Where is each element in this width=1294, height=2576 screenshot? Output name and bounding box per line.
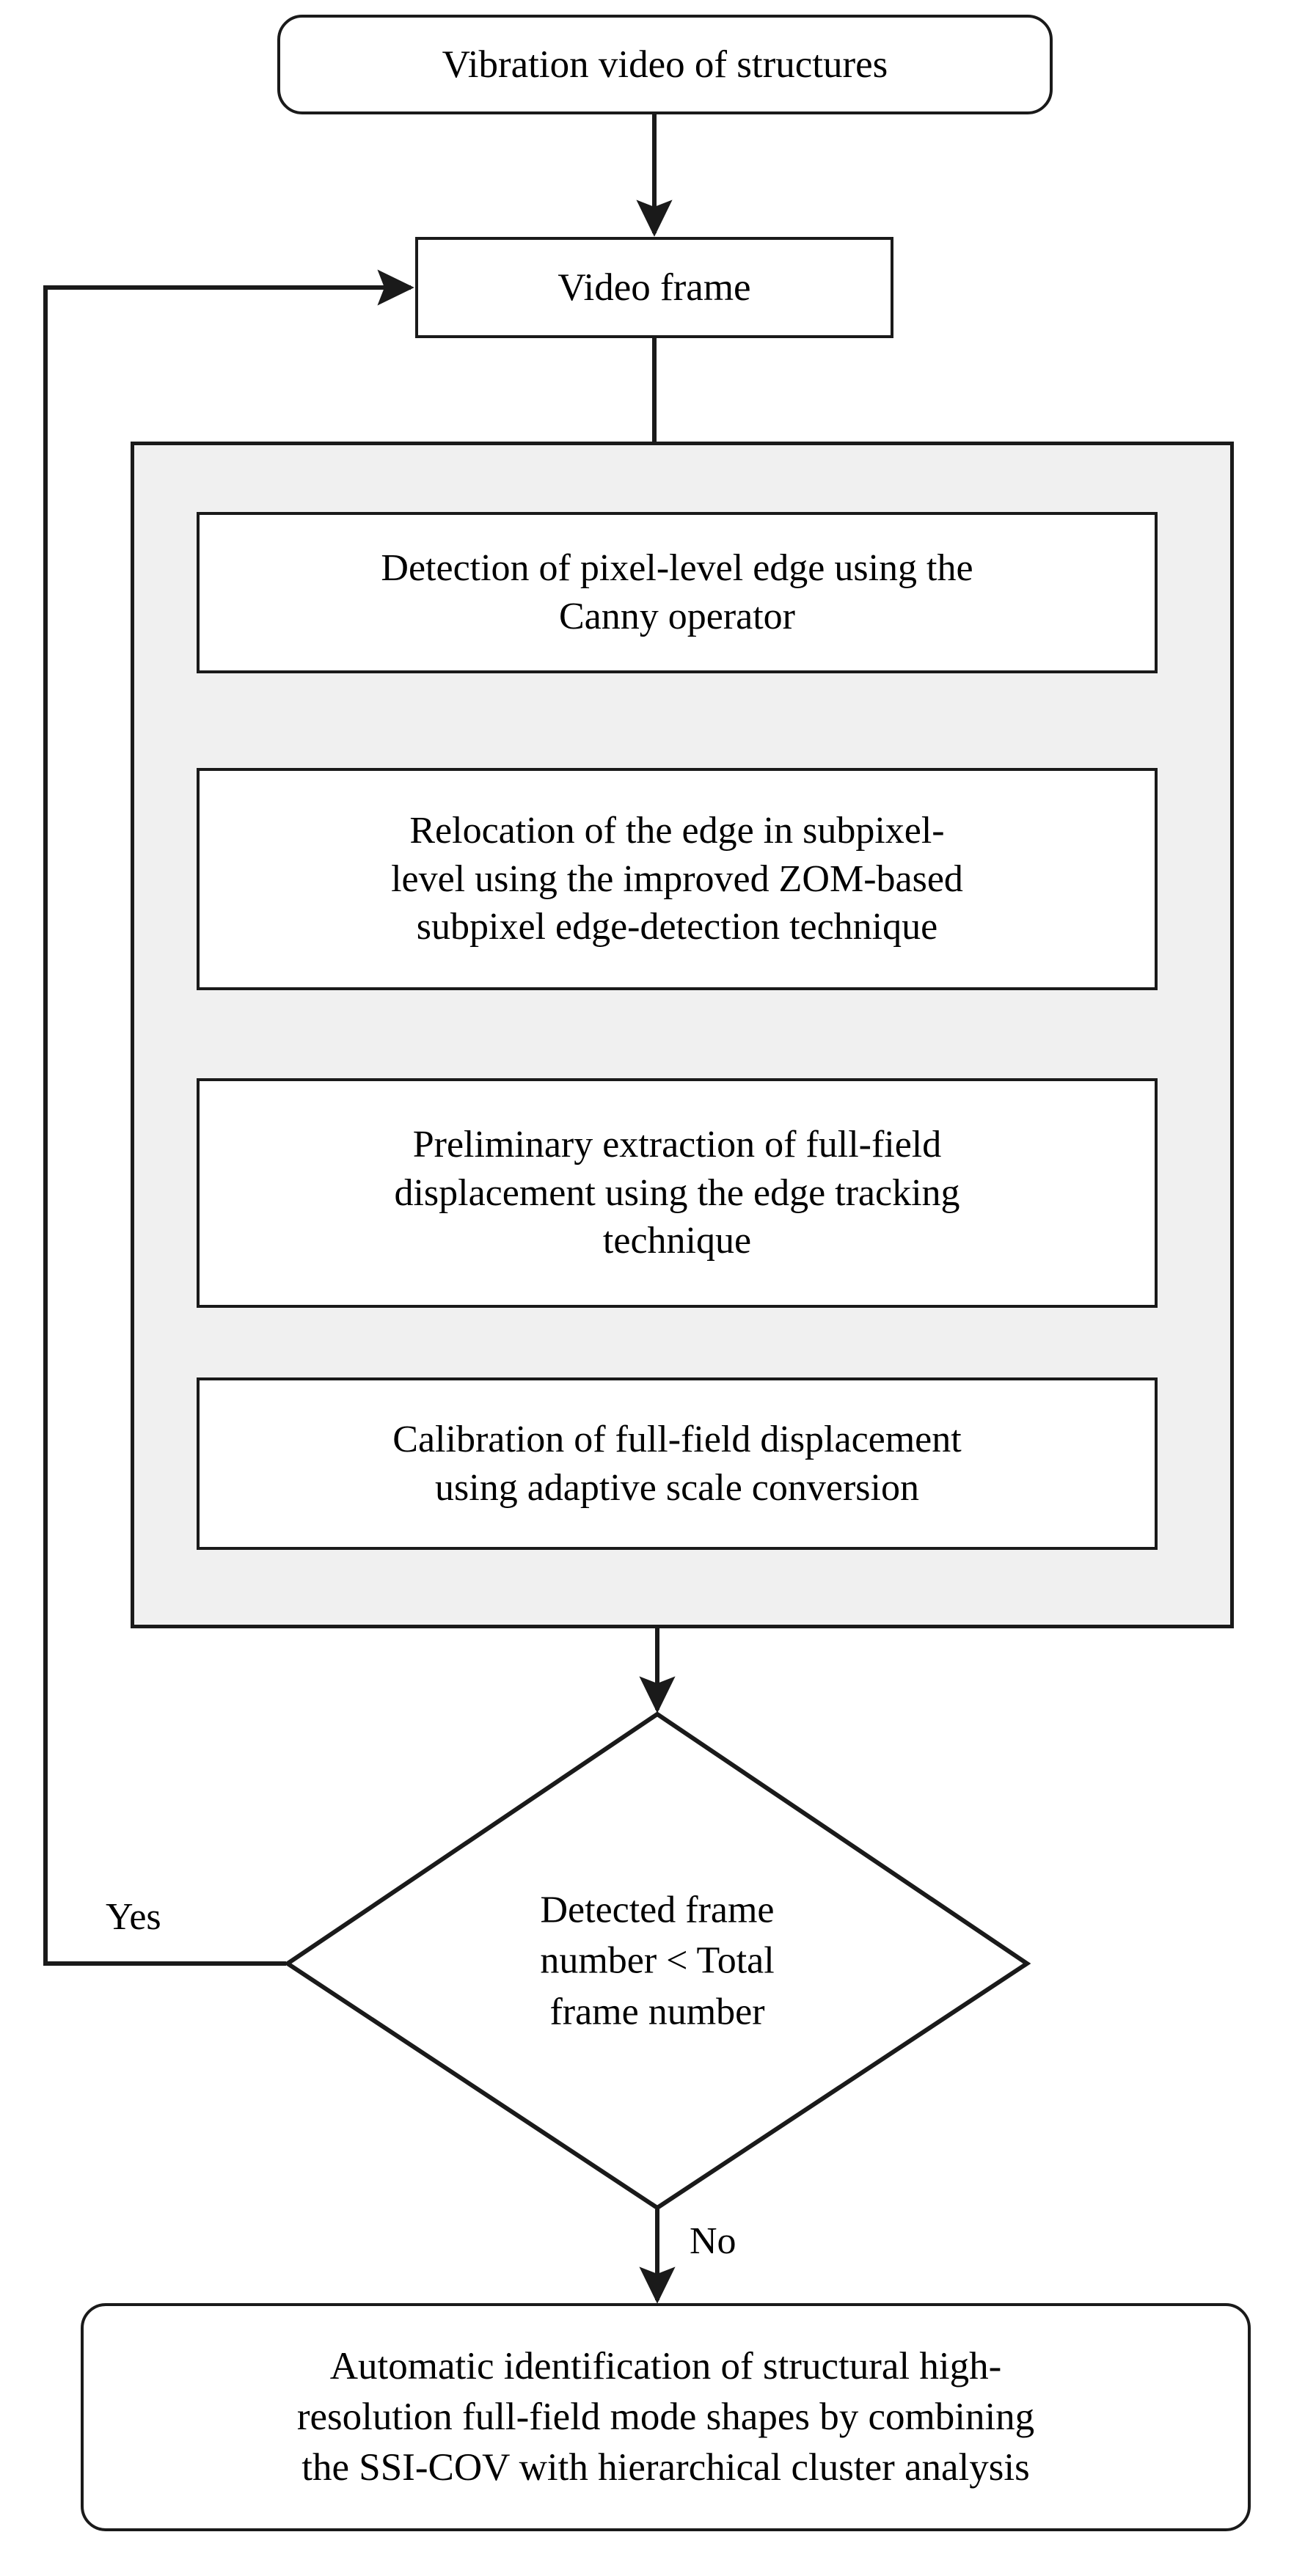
node-end-mode-shape-identification[interactable]: Automatic identification of structural h… [81, 2303, 1251, 2531]
node-relocation-label: Relocation of the edge in subpixel- leve… [391, 810, 963, 948]
node-start-label: Vibration video of structures [442, 43, 888, 86]
node-canny-label: Detection of pixel-level edge using the … [381, 547, 973, 637]
edge-label-no: No [690, 2220, 736, 2262]
edge-label-yes: Yes [106, 1896, 161, 1938]
node-preliminary-displacement[interactable]: Preliminary extraction of full-field dis… [197, 1078, 1158, 1308]
node-preliminary-label: Preliminary extraction of full-field dis… [394, 1124, 960, 1262]
node-subpixel-relocation[interactable]: Relocation of the edge in subpixel- leve… [197, 768, 1158, 990]
node-start-vibration-video[interactable]: Vibration video of structures [277, 15, 1053, 114]
node-decision-label: Detected frame number < Total frame numb… [540, 1888, 775, 2033]
node-video-frame[interactable]: Video frame [415, 237, 893, 338]
node-canny-edge-detection[interactable]: Detection of pixel-level edge using the … [197, 512, 1158, 673]
node-calibration-label: Calibration of full-field displacement u… [392, 1418, 962, 1509]
node-video-frame-label: Video frame [558, 266, 751, 309]
node-decision-frame-count[interactable]: Detected frame number < Total frame numb… [286, 1713, 1028, 2209]
node-end-label: Automatic identification of structural h… [296, 2345, 1035, 2489]
node-calibration-scale-conversion[interactable]: Calibration of full-field displacement u… [197, 1377, 1158, 1550]
